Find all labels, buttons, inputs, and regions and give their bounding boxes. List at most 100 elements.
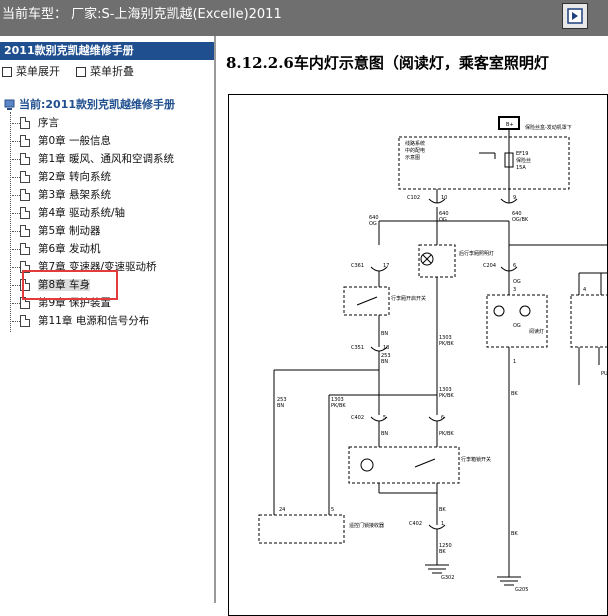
svg-text:C402: C402 — [351, 415, 364, 421]
svg-text:阅读灯: 阅读灯 — [529, 328, 544, 335]
svg-text:1303: 1303 — [331, 397, 344, 403]
svg-text:640: 640 — [512, 211, 522, 217]
svg-text:保险丝: 保险丝 — [516, 157, 531, 164]
svg-text:OG: OG — [369, 221, 377, 227]
svg-text:G205: G205 — [515, 587, 528, 593]
svg-text:6: 6 — [513, 263, 516, 269]
document-icon — [20, 171, 30, 183]
svg-text:保险丝盒-发动机罩下: 保险丝盒-发动机罩下 — [525, 124, 572, 131]
collapse-icon — [76, 67, 86, 77]
svg-text:1250: 1250 — [439, 543, 452, 549]
svg-text:OG: OG — [513, 279, 521, 285]
menu-expand-button[interactable]: 菜单展开 — [2, 63, 60, 79]
svg-text:BK: BK — [439, 507, 446, 513]
svg-text:1303: 1303 — [439, 335, 452, 341]
document-icon — [20, 207, 30, 219]
svg-text:C402: C402 — [409, 521, 422, 527]
tree-root[interactable]: 当前:2011款别克凯越维修手册 — [4, 96, 175, 112]
exit-button[interactable] — [562, 3, 588, 29]
tree-item-ch5[interactable]: 第5章 制动器 — [12, 224, 101, 238]
svg-text:示意图: 示意图 — [405, 154, 420, 161]
svg-text:BK: BK — [439, 549, 446, 555]
document-icon — [20, 153, 30, 165]
highlight-box — [22, 270, 118, 300]
svg-text:中的配电: 中的配电 — [405, 147, 425, 154]
tree-item-ch6[interactable]: 第6章 发动机 — [12, 242, 101, 256]
document-icon — [20, 225, 30, 237]
svg-text:C102: C102 — [407, 195, 420, 201]
svg-text:BN: BN — [381, 359, 388, 365]
svg-text:5: 5 — [383, 415, 386, 421]
expand-icon — [2, 67, 12, 77]
menu-collapse-button[interactable]: 菜单折叠 — [76, 63, 134, 79]
svg-text:1303: 1303 — [439, 387, 452, 393]
svg-text:BN: BN — [381, 331, 388, 337]
computer-icon — [4, 99, 15, 110]
svg-text:PK/BK: PK/BK — [439, 393, 454, 399]
svg-text:640: 640 — [439, 211, 449, 217]
schematic-svg: B+ 保险丝盒-发动机罩下 线路系统 中的配电 示意图 EF19 保险丝 15A… — [258, 116, 608, 593]
svg-text:18: 18 — [383, 345, 389, 351]
svg-text:后行李厢照明灯: 后行李厢照明灯 — [459, 250, 494, 257]
vehicle-title: 当前车型： 厂家:S-上海别克凯越(Excelle)2011 — [2, 7, 282, 22]
svg-text:C204: C204 — [483, 263, 496, 269]
svg-text:1: 1 — [441, 521, 444, 527]
document-icon — [20, 189, 30, 201]
svg-text:EF19: EF19 — [516, 151, 528, 157]
tree-item-ch8[interactable]: 第8章 车身 — [12, 278, 91, 292]
fuse-box-top-label: B+ — [506, 122, 514, 128]
top-bar: 当前车型： 厂家:S-上海别克凯越(Excelle)2011 — [0, 0, 608, 36]
svg-text:6: 6 — [441, 415, 444, 421]
tree-item-ch3[interactable]: 第3章 悬架系统 — [12, 188, 111, 202]
svg-text:线路系统: 线路系统 — [405, 140, 425, 147]
content-pane: 8.12.2.6车内灯示意图（阅读灯，乘客室照明灯 — [218, 36, 608, 616]
svg-text:PK/BK: PK/BK — [331, 403, 346, 409]
page-title: 8.12.2.6车内灯示意图（阅读灯，乘客室照明灯 — [226, 54, 549, 72]
exit-arrow-icon — [567, 8, 583, 24]
svg-text:10: 10 — [441, 195, 447, 201]
document-icon — [20, 243, 30, 255]
svg-text:PU: PU — [601, 371, 608, 377]
svg-text:PK/BK: PK/BK — [439, 341, 454, 347]
svg-text:OG: OG — [439, 217, 447, 223]
tree-item-ch1[interactable]: 第1章 暖风、通风和空调系统 — [12, 152, 174, 166]
svg-text:BN: BN — [381, 431, 388, 437]
svg-text:3: 3 — [513, 287, 516, 293]
manual-title: 2011款别克凯越维修手册 — [0, 42, 214, 60]
svg-text:C361: C361 — [351, 263, 364, 269]
document-icon — [20, 117, 30, 129]
tree-item-ch2[interactable]: 第2章 转向系统 — [12, 170, 111, 184]
svg-text:行李厢开启开关: 行李厢开启开关 — [391, 295, 426, 302]
wiring-diagram: B+ 保险丝盒-发动机罩下 线路系统 中的配电 示意图 EF19 保险丝 15A… — [228, 94, 608, 616]
document-icon — [20, 135, 30, 147]
svg-text:253: 253 — [381, 353, 391, 359]
svg-text:C351: C351 — [351, 345, 364, 351]
svg-text:G302: G302 — [441, 575, 454, 581]
svg-text:行李箱锁开关: 行李箱锁开关 — [461, 456, 491, 463]
svg-text:15A: 15A — [516, 165, 526, 171]
tree-item-ch4[interactable]: 第4章 驱动系统/轴 — [12, 206, 125, 220]
tree-guide — [10, 112, 21, 332]
svg-text:PK/BK: PK/BK — [439, 431, 454, 437]
svg-text:253: 253 — [277, 397, 287, 403]
svg-text:17: 17 — [383, 263, 389, 269]
svg-text:24: 24 — [279, 507, 285, 513]
svg-text:遥控门锁接收器: 遥控门锁接收器 — [349, 522, 384, 529]
tree-item-preface[interactable]: 序言 — [12, 116, 59, 130]
tree-item-ch11[interactable]: 第11章 电源和信号分布 — [12, 314, 149, 328]
svg-text:OG/BK: OG/BK — [512, 217, 529, 223]
document-icon — [20, 315, 30, 327]
svg-text:640: 640 — [369, 215, 379, 221]
document-icon — [20, 261, 30, 273]
svg-text:5: 5 — [331, 507, 334, 513]
svg-text:1: 1 — [513, 359, 516, 365]
svg-text:BN: BN — [277, 403, 284, 409]
svg-text:9: 9 — [513, 195, 516, 201]
document-icon — [20, 279, 30, 291]
svg-text:4: 4 — [583, 287, 586, 293]
svg-text:OG: OG — [513, 323, 521, 329]
svg-text:BK: BK — [511, 391, 518, 397]
svg-text:BK: BK — [511, 531, 518, 537]
sidebar: 2011款别克凯越维修手册 菜单展开 菜单折叠 当前:2011款别克凯越维修手册… — [0, 36, 216, 603]
tree-item-ch0[interactable]: 第0章 一般信息 — [12, 134, 111, 148]
